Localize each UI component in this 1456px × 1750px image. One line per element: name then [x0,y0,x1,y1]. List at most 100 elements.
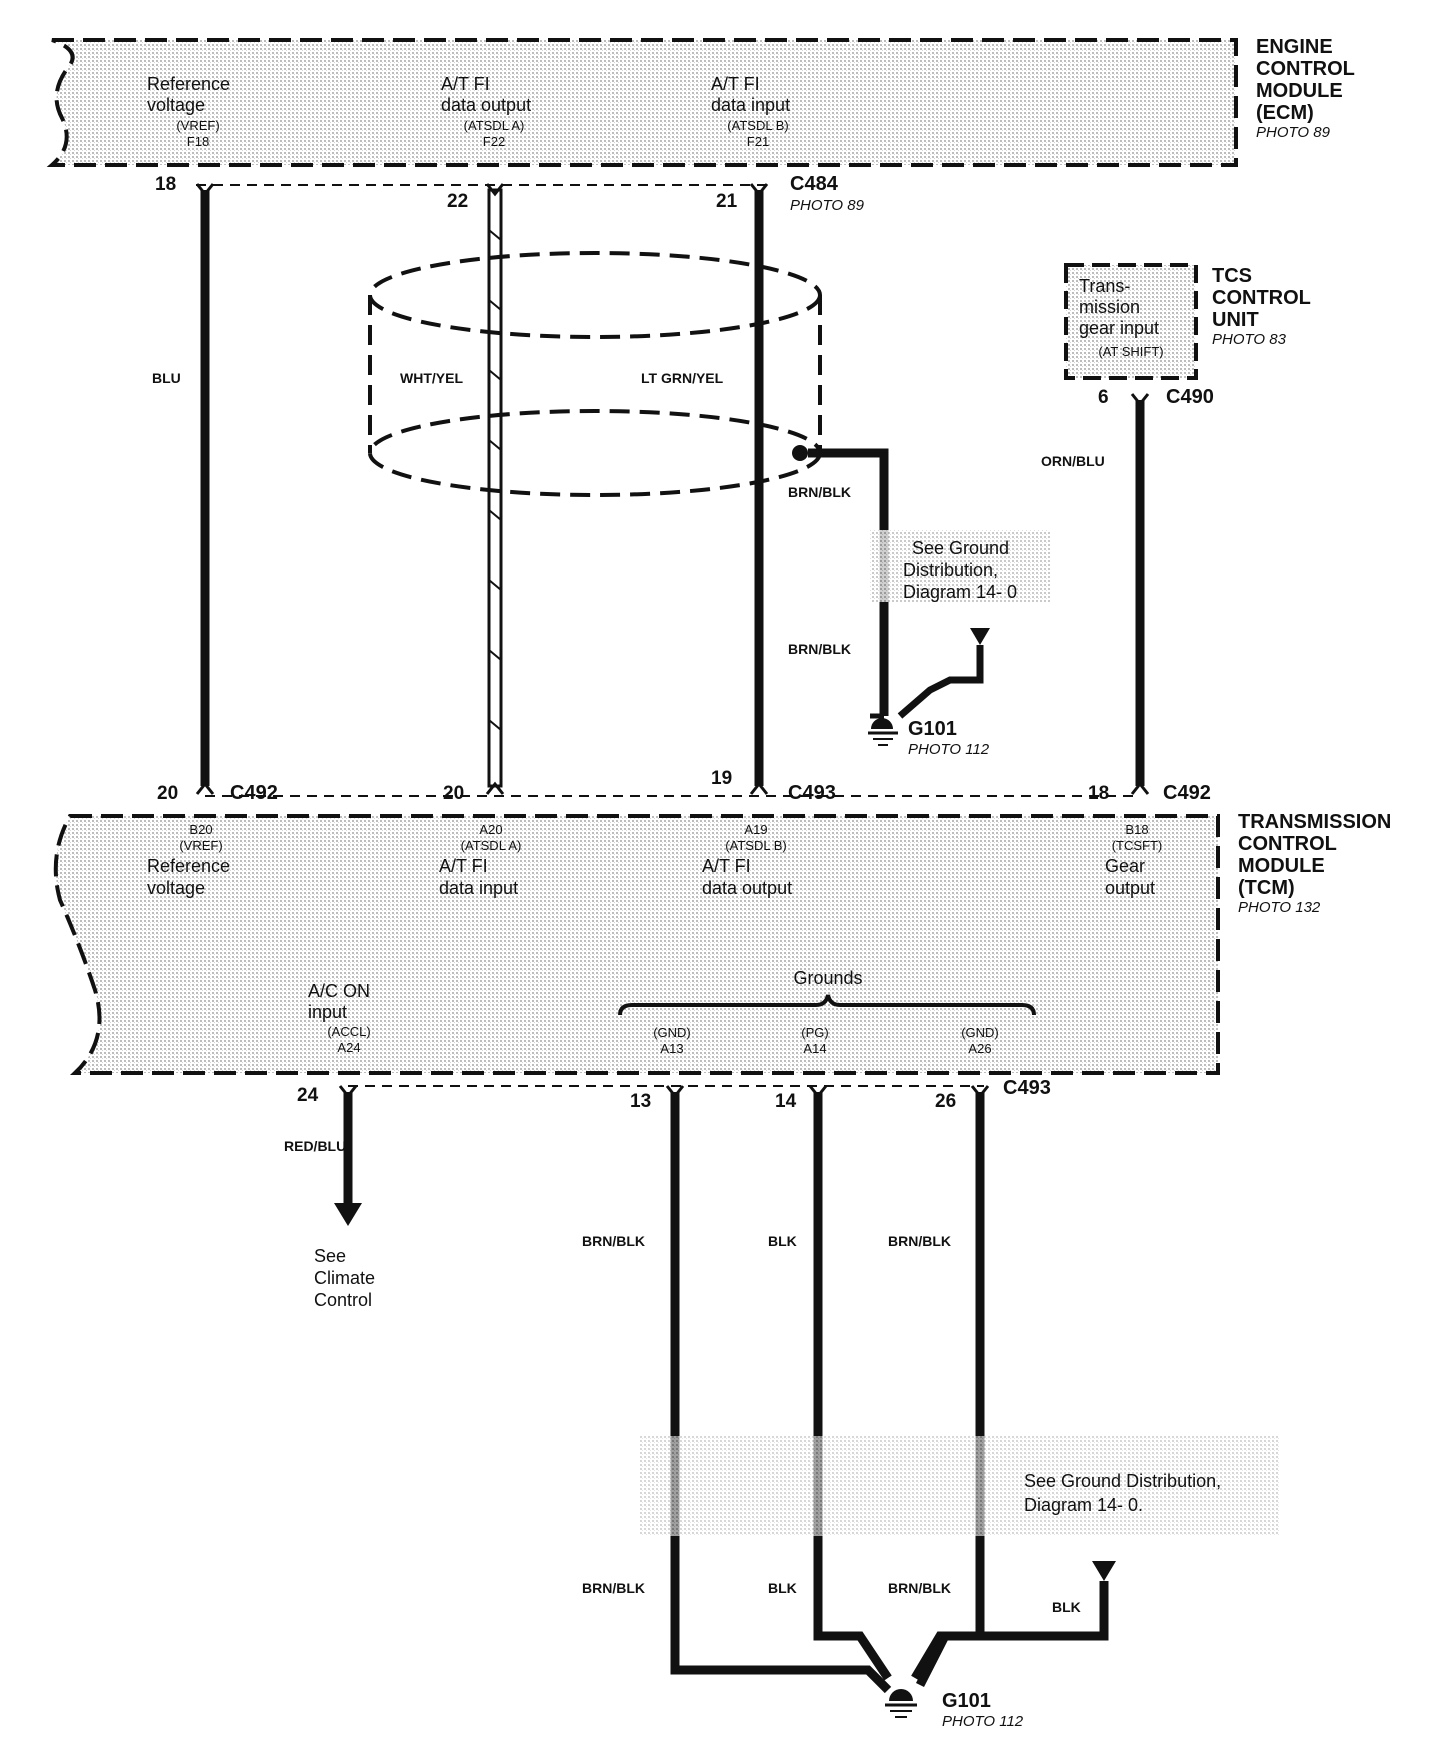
connector-label: C492 [230,782,278,804]
svg-text:Reference: Reference [147,74,230,94]
connector-label: C484 [790,173,839,195]
wire-color-label: ORN/BLU [1041,453,1105,469]
svg-text:(ATSDL B): (ATSDL B) [725,838,786,853]
svg-text:A19: A19 [744,822,767,837]
tcm-pin-gnd-a13: (GND) A13 [653,1025,691,1056]
svg-text:PHOTO 83: PHOTO 83 [1212,331,1287,348]
grounds-bracket [618,994,1036,1016]
svg-text:CONTROL: CONTROL [1212,287,1311,309]
svg-text:MODULE: MODULE [1256,80,1343,102]
ecm-pin-atsdl-b: A/T FI data input (ATSDL B) F21 [711,74,790,149]
svg-text:ENGINE: ENGINE [1256,36,1333,58]
svg-text:B20: B20 [189,822,212,837]
pin-number: 18 [155,174,176,195]
pin-number: 22 [447,191,468,212]
wire-wht-yel [487,188,503,788]
ecm-module-name: ENGINE CONTROL MODULE (ECM) PHOTO 89 [1256,36,1355,141]
wire-color-label: BRN/BLK [582,1233,645,1249]
wire-blk-right [915,1581,1109,1688]
svg-text:A14: A14 [803,1041,826,1056]
svg-text:(ATSDL B): (ATSDL B) [727,118,788,133]
pin-number: 20 [443,783,464,804]
ground-continuation-arrow-icon [1092,1561,1116,1581]
wire-brn-blk-13 [670,1092,892,1694]
pin-number: 21 [716,191,738,212]
svg-text:F22: F22 [483,134,505,149]
svg-text:(GND): (GND) [653,1025,691,1040]
pin-number: 26 [935,1091,956,1112]
svg-text:(ECM): (ECM) [1256,102,1314,124]
connector-label: C493 [788,782,836,804]
svg-text:Diagram 14- 0.: Diagram 14- 0. [1024,1495,1143,1515]
svg-text:(GND): (GND) [961,1025,999,1040]
svg-text:CONTROL: CONTROL [1238,833,1337,855]
wire-color-label: BLK [1052,1599,1081,1615]
ground-photo: PHOTO 112 [942,1713,1024,1730]
pin-number: 19 [711,768,732,789]
ground-reference-note-lower: See Ground Distribution, Diagram 14- 0. [1024,1471,1221,1515]
svg-text:(ATSDL A): (ATSDL A) [461,838,522,853]
svg-text:voltage: voltage [147,878,205,898]
svg-text:output: output [1105,878,1155,898]
tcs-control-unit-box [1064,263,1198,380]
svg-text:(ACCL): (ACCL) [327,1024,370,1039]
svg-text:A26: A26 [968,1041,991,1056]
wire-color-label: BLK [768,1580,797,1596]
svg-text:(VREF): (VREF) [179,838,222,853]
svg-text:Trans-: Trans- [1079,276,1130,296]
svg-text:See: See [314,1246,346,1266]
ground-name: G101 [908,718,957,740]
svg-text:(AT SHIFT): (AT SHIFT) [1098,344,1163,359]
svg-text:data output: data output [441,95,531,115]
connector-photo: PHOTO 89 [790,197,865,214]
svg-text:A20: A20 [479,822,502,837]
climate-control-note: See Climate Control [314,1246,375,1310]
svg-text:A/T FI: A/T FI [441,74,490,94]
svg-text:data output: data output [702,878,792,898]
ground-reference-note-upper: See Ground Distribution, Diagram 14- 0 [903,538,1017,602]
wire-color-label: BRN/BLK [582,1580,645,1596]
ground-symbol-icon [885,1689,917,1718]
connector-label: C490 [1166,386,1214,408]
wire-color-label: BRN/BLK [888,1580,951,1596]
wire-color-label: BRN/BLK [788,484,851,500]
svg-text:F21: F21 [747,134,769,149]
wire-blk-14 [813,1092,892,1681]
tcm-pin-atsdl-a: A20 (ATSDL A) A/T FI data input [439,822,521,898]
arrow-down-icon [334,1203,362,1226]
connector-label: C493 [1003,1077,1051,1099]
svg-text:Distribution,: Distribution, [903,560,998,580]
pin-number: 24 [297,1085,319,1106]
ground-name: G101 [942,1690,991,1712]
wire-color-label: BLU [152,370,181,386]
pin-number: 14 [775,1091,797,1112]
pin-number: 13 [630,1091,651,1112]
svg-text:(PG): (PG) [801,1025,828,1040]
svg-text:Diagram 14- 0: Diagram 14- 0 [903,582,1017,602]
svg-text:TRANSMISSION: TRANSMISSION [1238,811,1391,833]
svg-text:MODULE: MODULE [1238,855,1325,877]
svg-text:Control: Control [314,1290,372,1310]
svg-text:PHOTO 132: PHOTO 132 [1238,899,1321,916]
svg-text:TCS: TCS [1212,265,1252,287]
tcm-pin-pg-a14: (PG) A14 [801,1025,828,1056]
svg-text:F18: F18 [187,134,209,149]
connector-label: C492 [1163,782,1211,804]
svg-text:A/T FI: A/T FI [702,856,751,876]
wire-color-label: BRN/BLK [888,1233,951,1249]
svg-text:Climate: Climate [314,1268,375,1288]
tcm-pin-atsdl-b: A19 (ATSDL B) A/T FI data output [702,822,792,898]
svg-text:Reference: Reference [147,856,230,876]
svg-text:(ATSDL A): (ATSDL A) [464,118,525,133]
pin-number: 20 [157,783,178,804]
tcs-module-name: TCS CONTROL UNIT PHOTO 83 [1212,265,1311,348]
svg-text:data input: data input [711,95,790,115]
svg-text:A/T FI: A/T FI [711,74,760,94]
wire-color-label: BRN/BLK [788,641,851,657]
svg-text:UNIT: UNIT [1212,309,1259,331]
tcs-pin-at-shift: Trans- mission gear input (AT SHIFT) [1079,276,1164,359]
svg-text:See Ground Distribution,: See Ground Distribution, [1024,1471,1221,1491]
tcm-pin-vref: B20 (VREF) Reference voltage [147,822,230,898]
wire-shield-drain [808,448,889,716]
